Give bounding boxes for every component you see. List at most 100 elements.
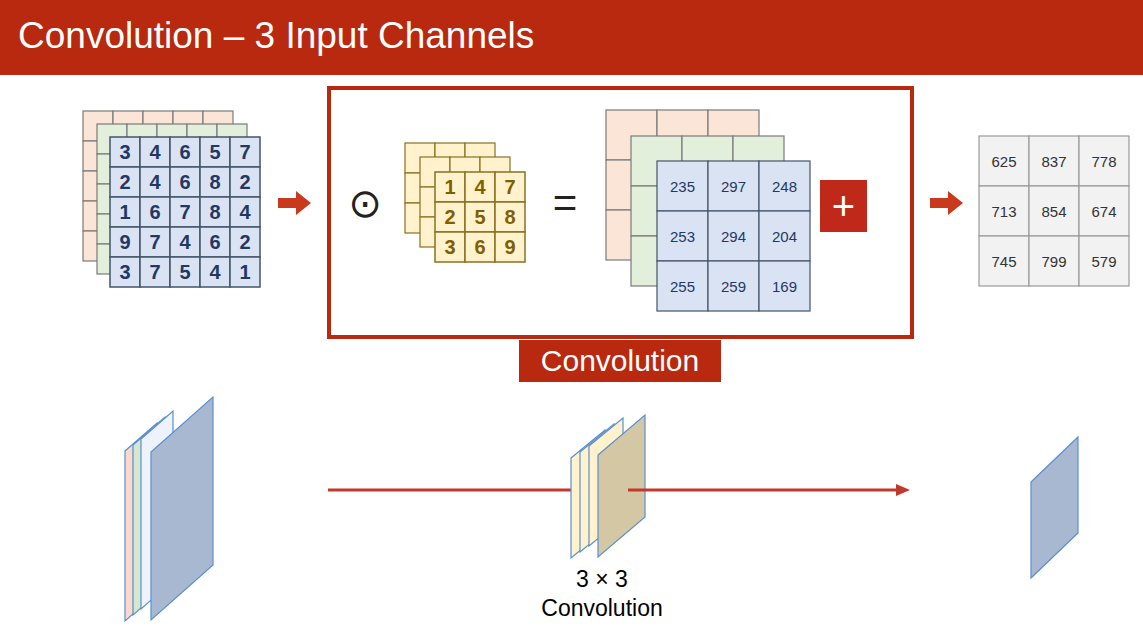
input-value: 6 — [200, 227, 230, 257]
grid-cell — [230, 227, 260, 257]
convolution-frame — [329, 88, 912, 337]
equals-sign: = — [542, 178, 588, 228]
grid-cell — [435, 172, 465, 202]
input-value: 4 — [200, 257, 230, 287]
channel-output-value: 297 — [708, 161, 759, 211]
grid-cell — [759, 161, 810, 211]
grid-cell — [979, 186, 1029, 236]
channel-output-value: 235 — [657, 161, 708, 211]
caption-text: 3 × 3 — [532, 564, 672, 594]
grid-cell — [140, 167, 170, 197]
grid-cell — [230, 197, 260, 227]
input-value: 4 — [230, 197, 260, 227]
grid-cell — [708, 161, 759, 211]
output-sheet — [1031, 437, 1078, 578]
grid-cell — [230, 137, 260, 167]
node-text: Convolution — [541, 346, 699, 376]
grid-cell — [657, 261, 708, 311]
grid-cell — [465, 172, 495, 202]
grid-cell — [435, 202, 465, 232]
grid-cell — [657, 160, 708, 210]
kernel-grid — [435, 172, 525, 262]
kernel-value: 6 — [465, 232, 495, 262]
channel-output-value: 248 — [759, 161, 810, 211]
grid-cell — [708, 160, 759, 210]
grid-cell — [140, 257, 170, 287]
input-value: 8 — [200, 167, 230, 197]
block-arrow — [278, 191, 311, 215]
grid-cell — [1029, 186, 1079, 236]
grid-cell — [170, 227, 200, 257]
flow-line — [328, 489, 575, 492]
grid-cell — [495, 172, 525, 202]
channel-output-grid — [657, 161, 810, 311]
output-value: 745 — [979, 236, 1029, 286]
input-value: 7 — [140, 227, 170, 257]
arrow-head — [896, 484, 910, 496]
grid-cell — [230, 257, 260, 287]
channel-output-value: 169 — [759, 261, 810, 311]
grid-cell — [170, 167, 200, 197]
grid-cell — [979, 236, 1029, 286]
grid-cell — [495, 232, 525, 262]
input-channel-grid — [97, 124, 247, 274]
grid-cell — [140, 137, 170, 167]
grid-cell — [708, 261, 759, 311]
input-value: 7 — [170, 197, 200, 227]
grid-cell — [708, 211, 759, 261]
channel-output-value: 204 — [759, 211, 810, 261]
grid-cell — [200, 167, 230, 197]
input-value: 4 — [140, 167, 170, 197]
kernel-value: 7 — [495, 172, 525, 202]
input-value: 9 — [110, 227, 140, 257]
grid-cell — [465, 203, 495, 233]
output-value: 854 — [1029, 186, 1079, 236]
grid-cell — [708, 210, 759, 260]
input-value: 2 — [230, 167, 260, 197]
grid-cell — [435, 232, 465, 262]
input-value: 5 — [200, 137, 230, 167]
output-value: 579 — [1079, 236, 1129, 286]
grid-cell — [979, 136, 1029, 186]
grid-cell — [230, 167, 260, 197]
caption-text: Convolution — [502, 593, 702, 623]
grid-cell — [1079, 186, 1129, 236]
grid-cell — [170, 137, 200, 167]
grid-cell — [200, 197, 230, 227]
kernel-value: 9 — [495, 232, 525, 262]
grid-cell — [170, 257, 200, 287]
title-text: Convolution – 3 Input Channels — [18, 8, 534, 64]
grid-cell — [435, 203, 465, 233]
grid-cell — [110, 167, 140, 197]
grid-cell — [657, 211, 708, 261]
grid-cell — [465, 232, 495, 262]
grid-cell — [200, 257, 230, 287]
input-value: 6 — [170, 137, 200, 167]
grid-cell — [1029, 236, 1079, 286]
grid-cell — [110, 137, 140, 167]
input-value: 1 — [110, 197, 140, 227]
input-value: 7 — [140, 257, 170, 287]
grid-cell — [465, 202, 495, 232]
grid-cell — [465, 173, 495, 203]
input-value: 2 — [230, 227, 260, 257]
operator-symbol: ⊙ — [340, 178, 390, 228]
grid-cell — [657, 210, 708, 260]
input-value: 8 — [200, 197, 230, 227]
channel-output-value: 294 — [708, 211, 759, 261]
input-value: 6 — [170, 167, 200, 197]
title-bar — [0, 0, 1143, 75]
input-value: 5 — [170, 257, 200, 287]
input-channel-grid — [83, 111, 233, 261]
input-value: 4 — [140, 137, 170, 167]
kernel-value: 1 — [435, 172, 465, 202]
kernel-value: 3 — [435, 232, 465, 262]
kernel-value: 8 — [495, 202, 525, 232]
kernel-value: 5 — [465, 202, 495, 232]
output-value: 837 — [1029, 136, 1079, 186]
grid-cell — [170, 197, 200, 227]
output-value: 799 — [1029, 236, 1079, 286]
grid-cell — [1079, 236, 1129, 286]
grid-cell — [1079, 136, 1129, 186]
grid-cell — [110, 197, 140, 227]
